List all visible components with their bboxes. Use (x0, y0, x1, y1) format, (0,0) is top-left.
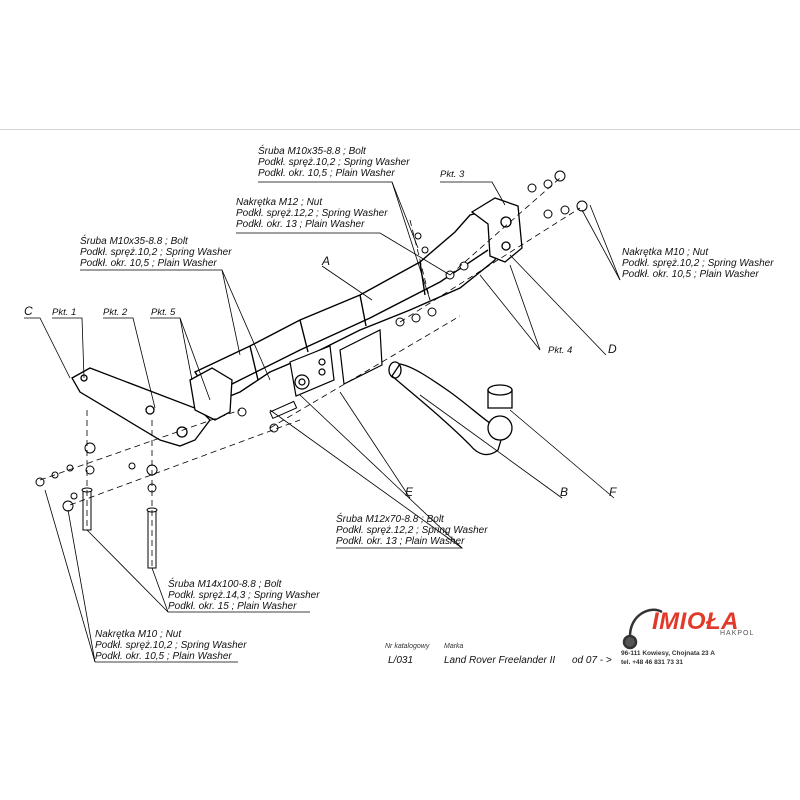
part-letter-f: F (609, 485, 617, 499)
part-letter-b: B (560, 485, 569, 499)
point-label-4: Pkt. 4 (548, 345, 573, 356)
crossbar-a (193, 209, 501, 403)
label-nut-m10-right-2: Podkł. spręż.10,2 ; Spring Washer (622, 258, 774, 269)
label-nut-m10-right-3: Podkł. okr. 10,5 ; Plain Washer (622, 269, 759, 280)
label-nut-m10-right-1: Nakrętka M10 ; Nut (622, 247, 709, 258)
part-letter-d: D (608, 342, 617, 356)
label-bolt-left-1: Śruba M10x35-8.8 ; Bolt (80, 236, 188, 247)
brand-logo: IMIOŁA (652, 608, 739, 635)
label-bolt-top-2: Podkł. spręż.10,2 ; Spring Washer (258, 157, 410, 168)
company-address: 96-111 Kowiesy, Chojnata 23 A (621, 650, 715, 657)
part-letter-a: A (322, 254, 331, 268)
label-nut-m10-left-2: Podkł. spręż.10,2 ; Spring Washer (95, 640, 247, 651)
vehicle-model: Land Rover Freelander II (444, 655, 556, 666)
label-bolt-m12-1: Śruba M12x70-8.8 ; Bolt (336, 514, 444, 525)
point-label-2: Pkt. 2 (103, 307, 128, 318)
company-phone: tel. +48 46 831 73 31 (621, 659, 683, 666)
top-divider (0, 129, 800, 130)
label-bolt-m12-2: Podkł. spręż.12,2 ; Spring Washer (336, 525, 488, 536)
point-label-1: Pkt. 1 (52, 307, 77, 318)
brand-logo-mark (622, 608, 663, 650)
label-bolt-m14-1: Śruba M14x100-8.8 ; Bolt (168, 579, 282, 590)
make-caption: Marka (444, 643, 464, 650)
bracket-c (71, 367, 233, 447)
label-nut-m10-left-1: Nakrętka M10 ; Nut (95, 629, 182, 640)
catalog-caption: Nr katalogowy (385, 643, 430, 650)
label-bolt-left-3: Podkł. okr. 10,5 ; Plain Washer (80, 258, 217, 269)
assembly-lines (39, 177, 581, 570)
label-nut-m12-1: Nakrętka M12 ; Nut (236, 197, 323, 208)
label-nut-m12-2: Podkł. spręż.12,2 ; Spring Washer (236, 208, 388, 219)
leader-lines (24, 181, 621, 663)
production-from: od 07 - > (572, 655, 612, 666)
label-bolt-top-1: Śruba M10x35-8.8 ; Bolt (258, 146, 366, 157)
label-nut-m10-left-3: Podkł. okr. 10,5 ; Plain Washer (95, 651, 232, 662)
plate-e (289, 329, 383, 397)
label-nut-m12-3: Podkł. okr. 13 ; Plain Washer (236, 219, 365, 230)
brand-sub: HAKPOL (720, 630, 755, 637)
point-label-3: Pkt. 3 (440, 169, 465, 180)
label-bolt-left-2: Podkł. spręż.10,2 ; Spring Washer (80, 247, 232, 258)
part-letter-e: E (405, 485, 414, 499)
label-bolt-m14-2: Podkł. spręż.14,3 ; Spring Washer (168, 590, 320, 601)
label-bolt-top-3: Podkł. okr. 10,5 ; Plain Washer (258, 168, 395, 179)
label-bolt-m12-3: Podkł. okr. 13 ; Plain Washer (336, 536, 465, 547)
point-label-5: Pkt. 5 (151, 307, 176, 318)
bracket-d (470, 197, 523, 263)
catalog-number: L/031 (388, 655, 414, 666)
label-bolt-m14-3: Podkł. okr. 15 ; Plain Washer (168, 601, 297, 612)
ball-arm-b (388, 361, 505, 456)
part-letter-c: C (24, 304, 33, 318)
tow-ball-f (487, 384, 513, 441)
